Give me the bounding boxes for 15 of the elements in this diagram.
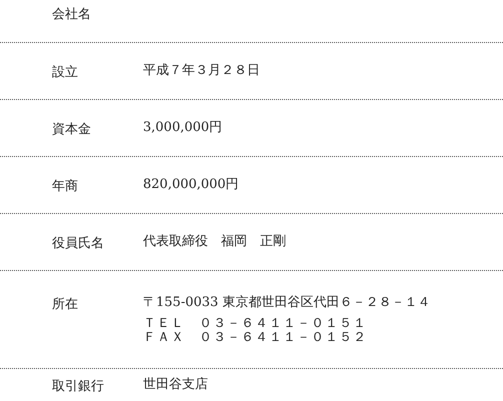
revenue-text: 820,000,000円 [143, 177, 239, 192]
fax-text: ＦＡＸ ０３－６４１１－０１５２ [143, 330, 367, 345]
phone-text: ＴＥＬ ０３－６４１１－０１５１ [143, 316, 367, 331]
field-label: 年商 [52, 178, 78, 195]
field-label: 取引銀行 [52, 378, 104, 395]
date-text: 平成７年３月２８日 [143, 63, 260, 78]
capital-text: 3,000,000円 [143, 120, 222, 135]
field-label: 資本金 [52, 121, 91, 138]
field-label: 設立 [52, 64, 78, 81]
field-label: 所在 [52, 296, 78, 313]
field-label: 会社名 [52, 6, 91, 23]
bank-branch-text: 世田谷支店 [143, 377, 208, 392]
officer-text: 代表取締役 福岡 正剛 [143, 234, 286, 249]
address-text: 〒155-0033 東京都世田谷区代田６－２８－１４ [143, 295, 430, 310]
field-label: 役員氏名 [52, 235, 104, 252]
